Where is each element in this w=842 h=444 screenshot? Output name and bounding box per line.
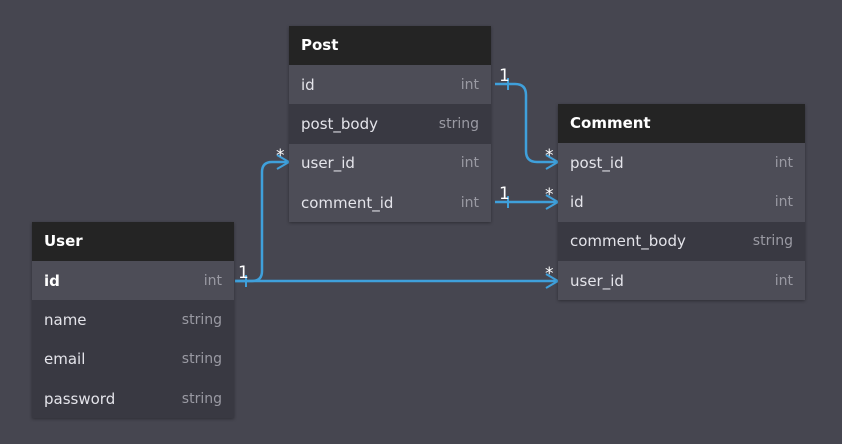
relation-post-comment-id-to-comment-id: 1 * — [495, 184, 560, 210]
field-row[interactable]: id int — [558, 182, 805, 222]
field-name: post_body — [301, 114, 378, 133]
table-post[interactable]: Post id int post_body string user_id int… — [289, 26, 491, 223]
cardinality-many: * — [276, 146, 285, 166]
table-title[interactable]: User — [32, 222, 234, 261]
field-type: int — [203, 272, 222, 289]
field-row[interactable]: user_id int — [558, 260, 805, 301]
field-name: id — [301, 75, 315, 94]
field-type: int — [460, 76, 479, 93]
cardinality-one: 1 — [499, 66, 510, 86]
field-row[interactable]: comment_id int — [289, 182, 491, 223]
relation-user-id-to-comment-user-id: 1 * — [235, 263, 560, 289]
table-title[interactable]: Post — [289, 26, 491, 65]
field-name: post_id — [570, 153, 624, 172]
table-comment[interactable]: Comment post_id int id int comment_body … — [558, 104, 805, 301]
field-row[interactable]: id int — [289, 65, 491, 105]
field-type: int — [774, 154, 793, 171]
field-type: int — [774, 272, 793, 289]
cardinality-one: 1 — [499, 184, 510, 204]
field-type: string — [181, 311, 222, 328]
field-type: int — [460, 194, 479, 211]
cardinality-many: * — [545, 185, 554, 205]
field-name: name — [44, 310, 87, 329]
cardinality-many: * — [545, 264, 554, 284]
table-user[interactable]: User id int name string email string pas… — [32, 222, 234, 419]
field-name: comment_id — [301, 193, 394, 212]
relation-post-id-to-comment-post-id: 1 * — [495, 66, 560, 170]
field-name: user_id — [301, 154, 355, 173]
field-row[interactable]: email string — [32, 339, 234, 379]
relation-user-id-to-post-user-id: * — [235, 146, 291, 283]
field-type: string — [181, 351, 222, 368]
field-type: string — [438, 115, 479, 132]
field-row[interactable]: id int — [32, 261, 234, 301]
field-type: int — [460, 155, 479, 172]
field-name: id — [570, 192, 584, 211]
cardinality-one: 1 — [238, 263, 249, 283]
field-type: string — [181, 390, 222, 407]
field-row[interactable]: name string — [32, 300, 234, 340]
field-name: user_id — [570, 271, 624, 290]
field-type: int — [774, 193, 793, 210]
field-row[interactable]: post_id int — [558, 143, 805, 183]
table-title[interactable]: Comment — [558, 104, 805, 143]
field-name: password — [44, 389, 116, 408]
field-row[interactable]: post_body string — [289, 104, 491, 144]
field-name: id — [44, 271, 60, 290]
field-row[interactable]: password string — [32, 378, 234, 419]
field-name: comment_body — [570, 232, 686, 251]
field-type: string — [752, 233, 793, 250]
field-row[interactable]: user_id int — [289, 143, 491, 183]
field-name: email — [44, 350, 86, 369]
cardinality-many: * — [545, 146, 554, 166]
field-row[interactable]: comment_body string — [558, 221, 805, 261]
